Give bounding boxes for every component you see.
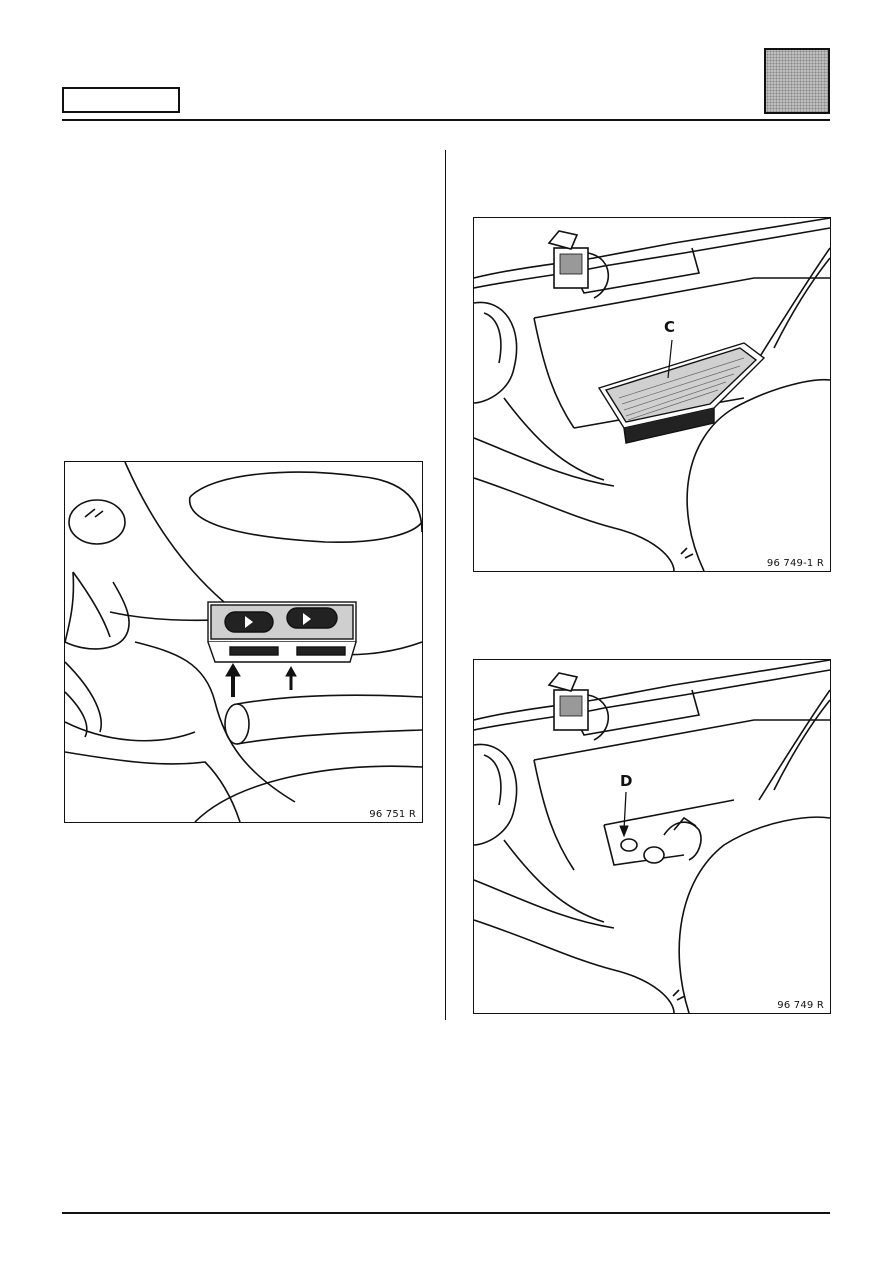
figure-caption: 96 751 R — [369, 809, 416, 820]
figure-caption: 96 749 R — [777, 1000, 824, 1011]
callout-label-d: D — [620, 772, 633, 790]
cover-c-illustration — [474, 218, 830, 571]
section-tab-marker — [764, 48, 830, 114]
figure-console-switch: 96 751 R — [64, 461, 423, 823]
header-label-box — [62, 87, 180, 113]
figure-cover-c: C 96 749-1 R — [473, 217, 831, 572]
figure-screw-d: D 96 749 R — [473, 659, 831, 1014]
column-divider — [445, 150, 446, 1020]
console-switch-illustration — [65, 462, 422, 822]
figure-caption: 96 749-1 R — [766, 558, 824, 569]
footer-rule — [62, 1212, 830, 1214]
callout-label-c: C — [664, 318, 676, 336]
screw-d-illustration — [474, 660, 830, 1013]
header-rule — [62, 119, 830, 121]
